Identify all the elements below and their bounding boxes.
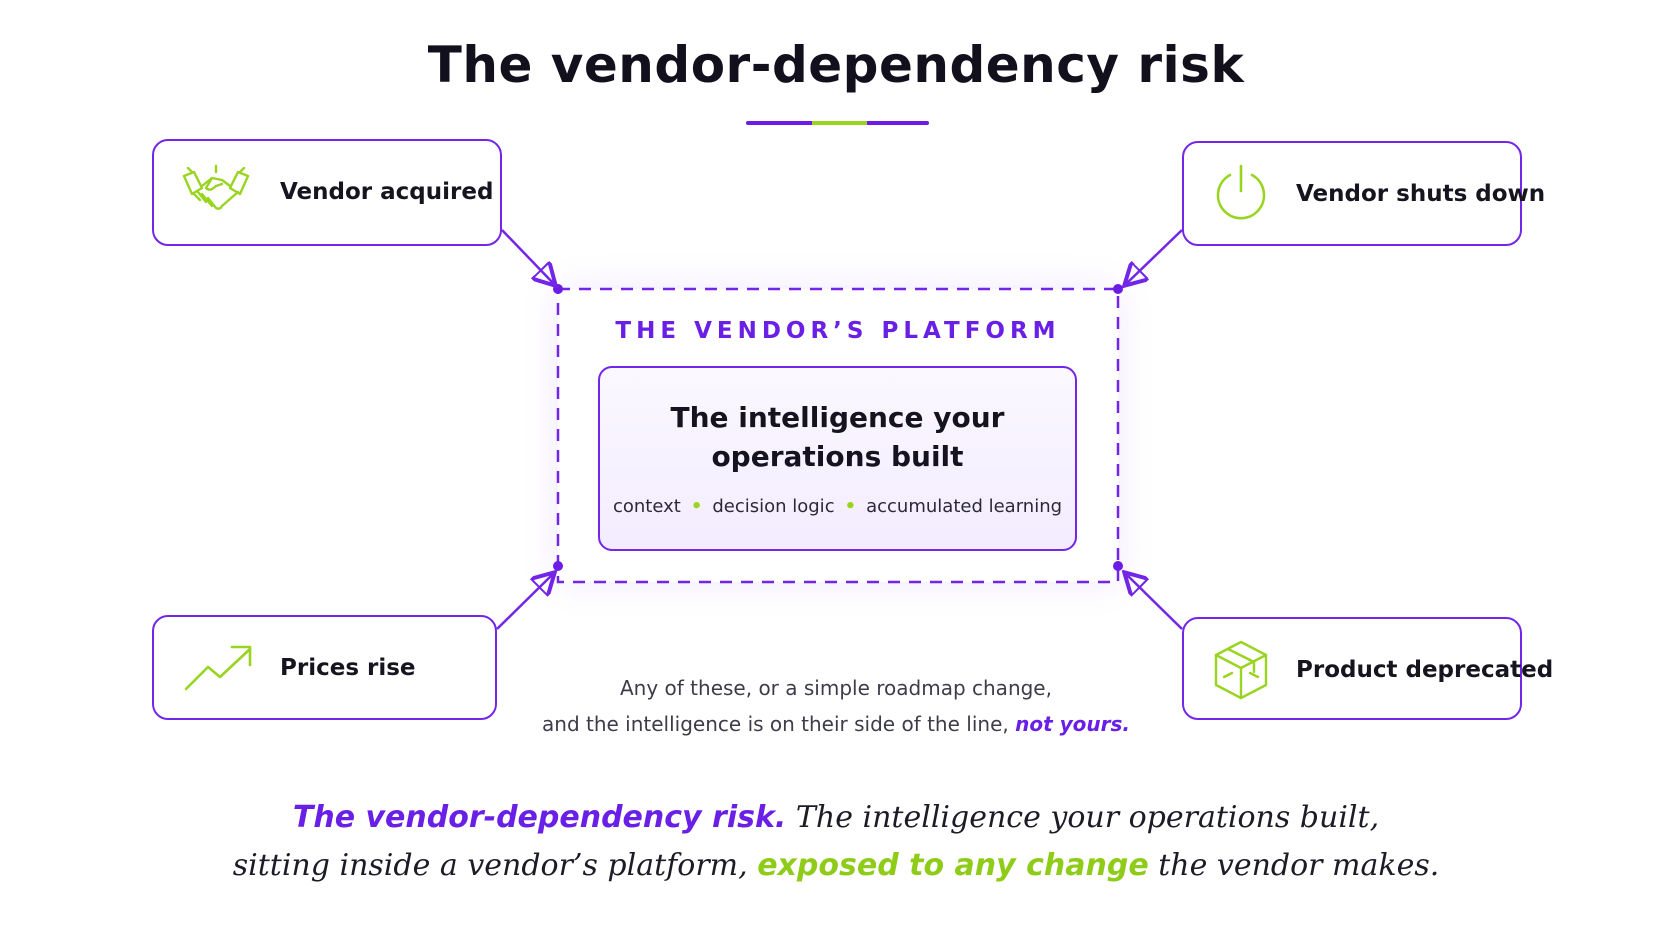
bullet-dot: • [844,496,857,517]
arrow-deprecated [1126,574,1183,630]
corner-dot-tr [1113,284,1123,294]
platform-dashed-border [556,287,1120,584]
arrow-acquired [501,229,554,284]
risk-label: Vendor acquired [280,179,494,205]
page-title: The vendor-dependency risk [427,36,1245,94]
risk-card-prices-rise: Prices rise [152,615,497,720]
intelligence-tags: context • decision logic • accumulated learn… [600,496,1075,517]
intelligence-box: The intelligence your operations built c… [598,366,1077,551]
power-icon [1212,163,1270,227]
arrow-prices [496,574,553,630]
footer-highlight-risk: The vendor-dependency risk. [292,800,787,835]
caption-text: and the intelligence is on their side of… [542,712,1009,736]
corner-dot-bl [553,561,563,571]
caption-line-2: and the intelligence is on their side of… [0,712,1672,736]
footer-line-1: The vendor-dependency risk. The intellig… [0,800,1672,835]
tag-context: context [612,496,681,517]
footer-highlight-change: exposed to any change [757,848,1149,883]
risk-label: Vendor shuts down [1296,181,1546,207]
caption-emphasis: not yours. [1015,712,1130,736]
handshake-icon [180,164,252,224]
caption-line-1: Any of these, or a simple roadmap change… [620,676,1052,700]
footer-text: The intelligence your operations built, [795,800,1380,835]
title-underline [746,121,929,125]
risk-card-product-deprecated: Product deprecated [1182,617,1553,720]
arrow-shutdown [1126,229,1183,284]
risk-label: Product deprecated [1296,657,1554,683]
footer-text: sitting inside a vendor’s platform, [232,848,748,883]
footer-line-2: sitting inside a vendor’s platform, expo… [0,848,1672,883]
tag-decision-logic: decision logic [712,496,835,517]
tag-accumulated-learning: accumulated learning [866,496,1063,517]
trend-up-icon [184,643,254,697]
intelligence-title: The intelligence your operations built [600,398,1075,476]
risk-label: Prices rise [280,655,416,681]
box-icon [1212,639,1270,705]
intelligence-title-line1: The intelligence your [670,401,1005,434]
intelligence-title-line2: operations built [711,440,964,473]
risk-card-vendor-shuts-down: Vendor shuts down [1182,141,1545,246]
corner-dot-br [1113,561,1123,571]
risk-card-vendor-acquired: Vendor acquired [152,139,502,246]
footer-text: the vendor makes. [1158,848,1440,883]
platform-label: THE VENDOR’S PLATFORM [615,318,1061,344]
bullet-dot: • [690,496,703,517]
